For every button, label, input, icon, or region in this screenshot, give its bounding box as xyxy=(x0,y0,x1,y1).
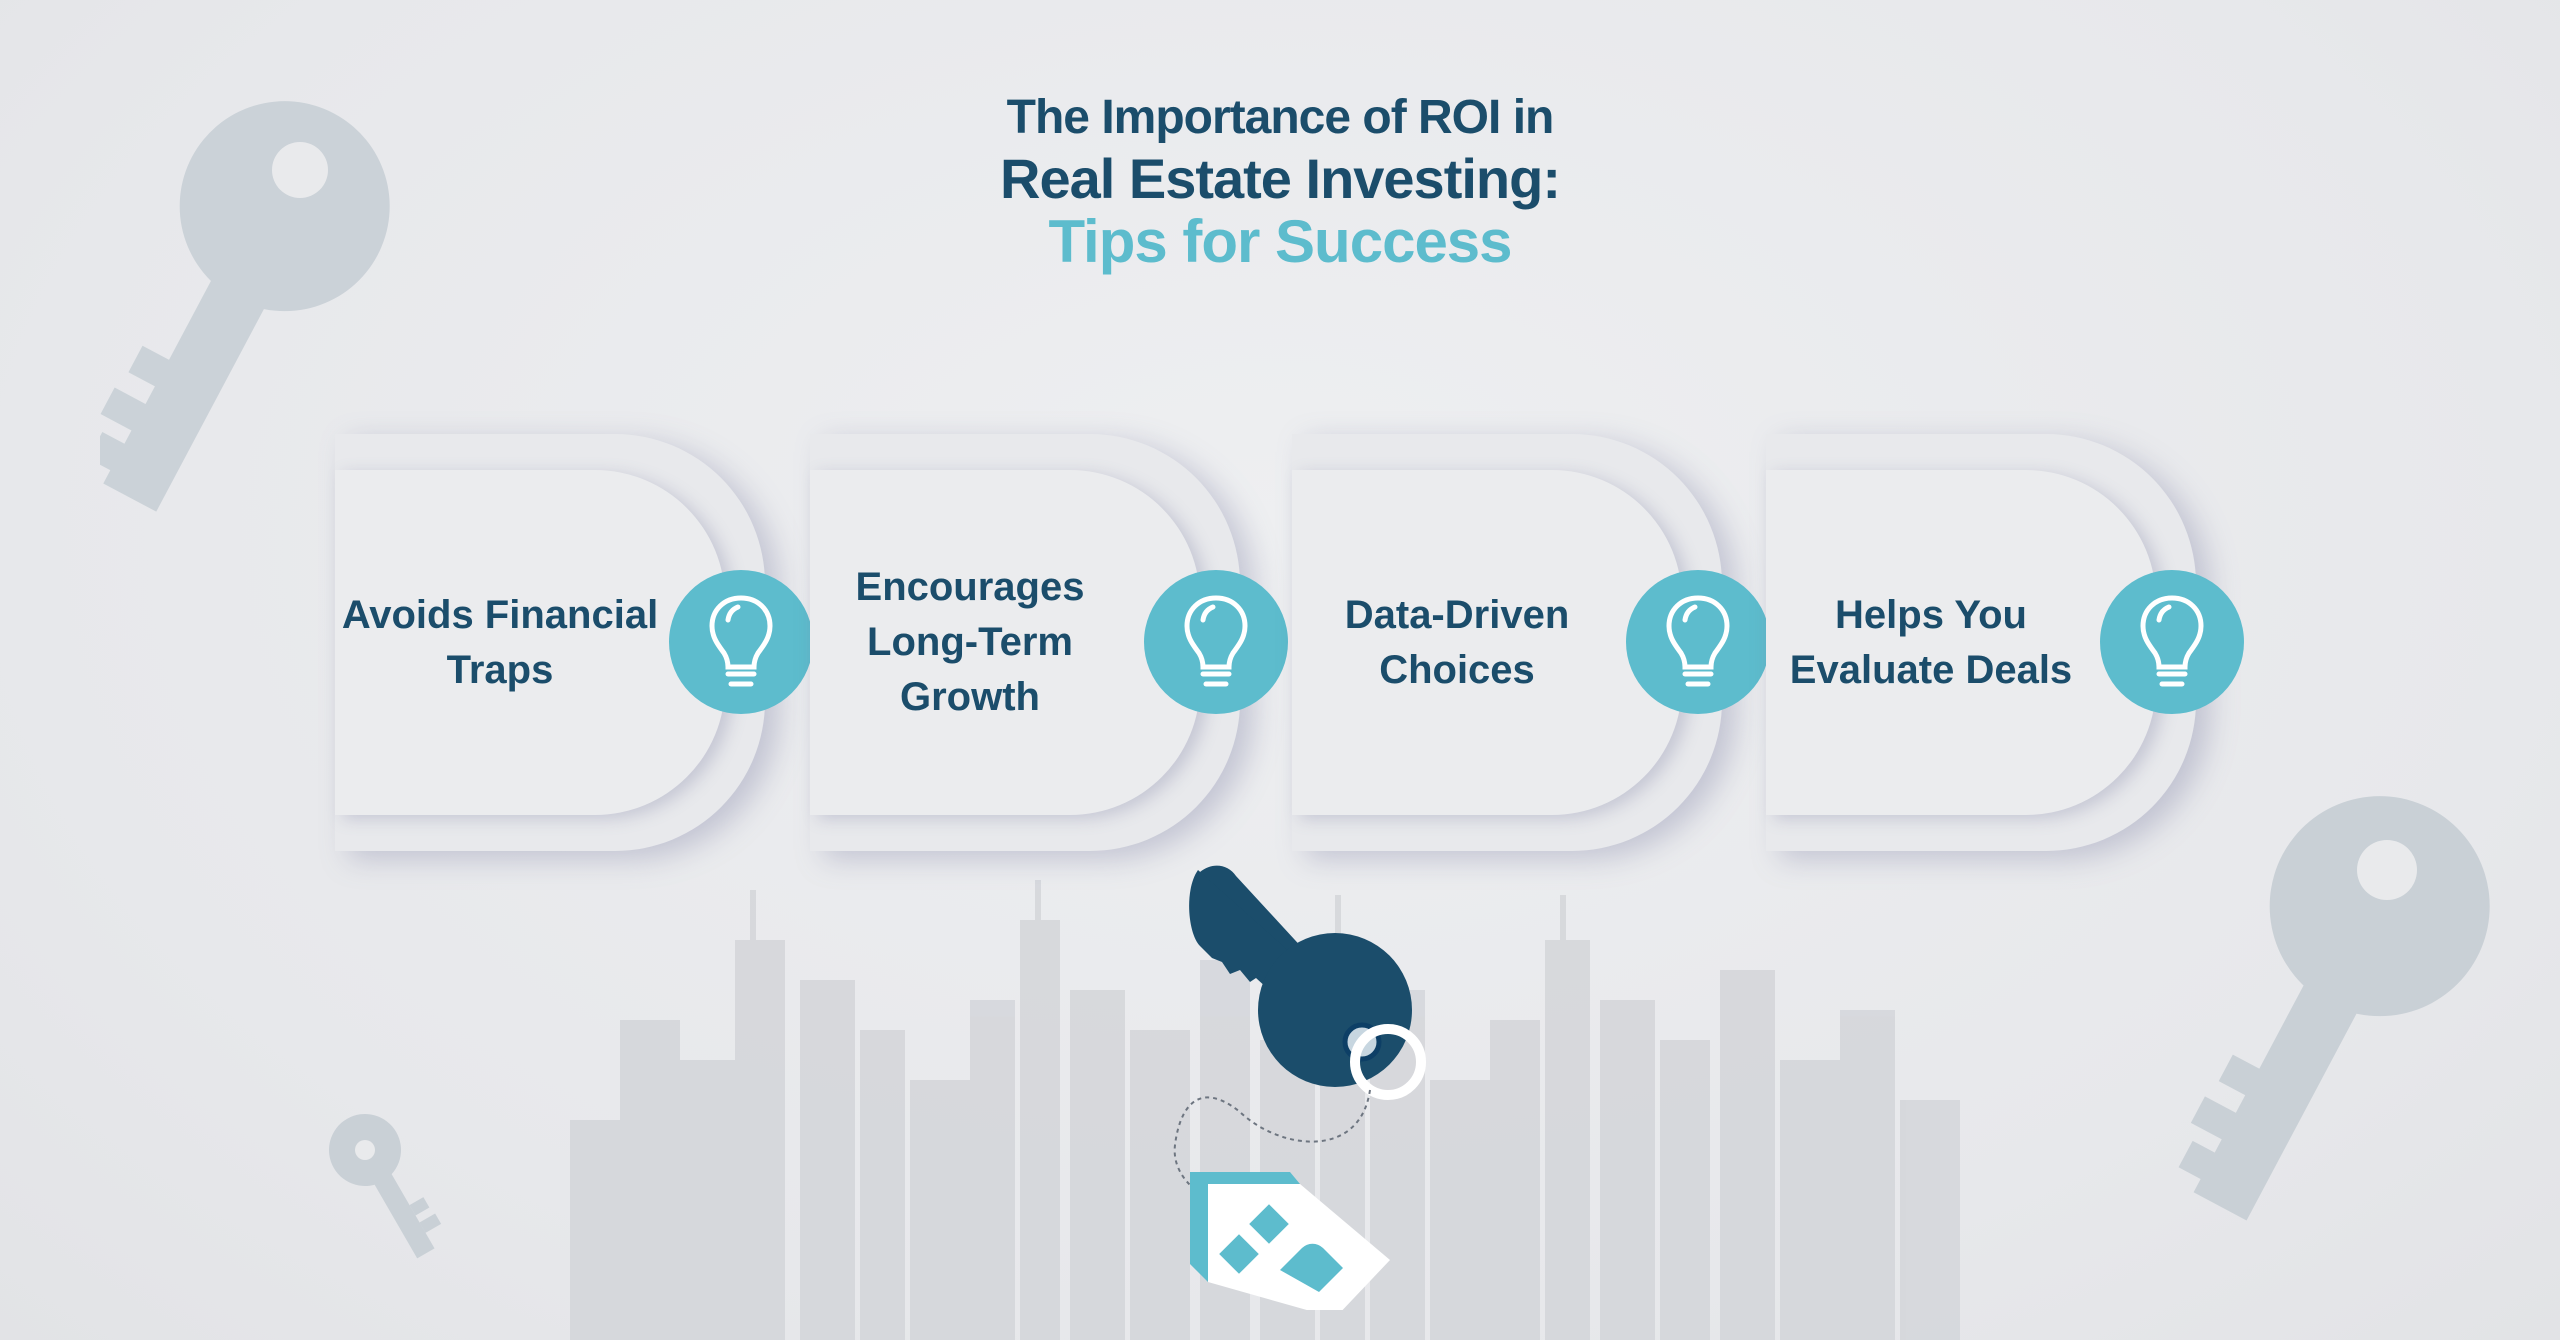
card-inner-shape xyxy=(1766,470,2156,815)
city-skyline-illustration xyxy=(570,880,1960,1340)
card-inner-shape xyxy=(335,470,725,815)
card-inner-shape xyxy=(810,470,1200,815)
tip-label: Avoids Financial Traps xyxy=(341,592,659,692)
tip-card-1: Avoids Financial Traps xyxy=(335,434,813,851)
background-key-icon-right xyxy=(2178,796,2490,1221)
background-key-icon-top-left xyxy=(100,101,390,512)
card-inner-shape xyxy=(1292,470,1682,815)
tip-label: Helps You Evaluate Deals xyxy=(1789,592,2073,692)
background-key-icon-small xyxy=(329,1114,442,1259)
key-icon xyxy=(1189,865,1426,1100)
tip-card-4: Helps You Evaluate Deals xyxy=(1766,434,2244,851)
tip-label: Data-Driven Choices xyxy=(1344,592,1570,692)
title-line-3-subtitle: Tips for Success xyxy=(1048,208,1512,275)
house-key-keychain-illustration xyxy=(1173,865,1426,1310)
tip-card-2: Encourages Long-Term Growth xyxy=(810,434,1288,851)
page-title: The Importance of ROI in Real Estate Inv… xyxy=(0,88,2560,274)
lightbulb-icon xyxy=(2100,570,2244,714)
lightbulb-icon xyxy=(1144,570,1288,714)
lightbulb-icon xyxy=(669,570,813,714)
house-tag-icon xyxy=(1190,1172,1390,1310)
tip-label: Encourages Long-Term Growth xyxy=(855,565,1085,719)
lightbulb-icon xyxy=(1626,570,1770,714)
title-line-2: Real Estate Investing: xyxy=(1000,147,1561,210)
tip-card-3: Data-Driven Choices xyxy=(1292,434,1770,851)
title-line-1: The Importance of ROI in xyxy=(1006,91,1555,144)
